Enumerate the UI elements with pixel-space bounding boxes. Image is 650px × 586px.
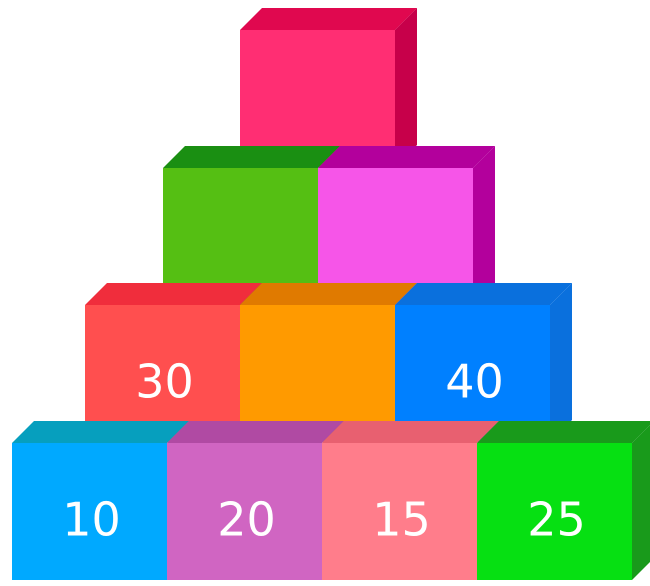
pyramid-row: [163, 146, 495, 305]
block-number-label: 25: [527, 493, 586, 547]
block-number-label: 10: [62, 493, 121, 547]
block-top-face: [240, 8, 417, 30]
block-top-face: [322, 421, 499, 443]
block-top-face: [477, 421, 650, 443]
block: 20: [167, 421, 344, 580]
block-top-face: [240, 283, 417, 305]
block: 30: [85, 283, 262, 442]
block: [240, 8, 417, 167]
block-number-label: 30: [135, 355, 194, 409]
block-number-label: 15: [372, 493, 431, 547]
block: 40: [395, 283, 572, 442]
pyramid-row: 10 20 15 25: [12, 421, 650, 580]
block: 10: [12, 421, 189, 580]
pyramid-row: 30 40: [85, 283, 572, 442]
block: 15: [322, 421, 499, 580]
block-side-face: [473, 146, 495, 305]
block-number-label: 20: [217, 493, 276, 547]
block: 25: [477, 421, 650, 580]
block-top-face: [167, 421, 344, 443]
block: [318, 146, 495, 305]
block-side-face: [550, 283, 572, 442]
block-top-face: [12, 421, 189, 443]
block-side-face: [632, 421, 650, 580]
block-top-face: [395, 283, 572, 305]
block-side-face: [395, 8, 417, 167]
block: [163, 146, 340, 305]
pyramid-row: [240, 8, 417, 167]
block-top-face: [163, 146, 340, 168]
block-top-face: [85, 283, 262, 305]
block-top-face: [318, 146, 495, 168]
block-number-label: 40: [445, 355, 504, 409]
block: [240, 283, 417, 442]
